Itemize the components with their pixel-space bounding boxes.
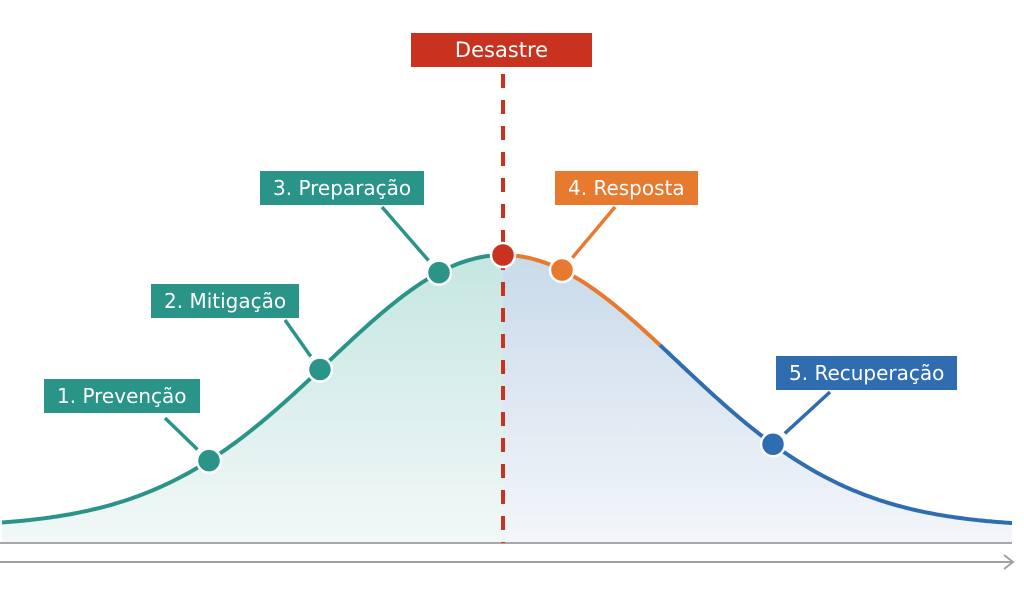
- connector-mitigation: [283, 318, 313, 358]
- pre-disaster-area: [2, 255, 503, 543]
- curve-segment-response: [503, 253, 662, 347]
- phase-label-response: 4. Resposta: [555, 171, 698, 205]
- dot-preparation: [425, 259, 453, 286]
- dot-prevention: [195, 447, 223, 474]
- disaster-label: Desastre: [411, 33, 592, 67]
- curve-segment-pre: [1, 253, 503, 525]
- dot-recovery: [759, 431, 787, 458]
- connector-prevention: [163, 416, 199, 451]
- dot-disaster: [489, 241, 517, 269]
- phase-label-prevention: 1. Prevenção: [44, 379, 200, 413]
- connector-recovery: [783, 390, 832, 435]
- phase-label-preparation: 3. Preparação: [260, 171, 425, 205]
- curve-segment-recovery: [658, 343, 1012, 525]
- connector-preparation: [380, 205, 430, 262]
- time-axis-arrow-icon: [1003, 554, 1015, 570]
- dot-response: [548, 256, 576, 284]
- dot-mitigation: [306, 356, 334, 383]
- connector-response: [570, 205, 617, 259]
- phase-label-recovery: 5. Recuperação: [776, 356, 958, 390]
- post-disaster-area: [503, 255, 1012, 543]
- phase-label-mitigation: 2. Mitigação: [151, 284, 300, 318]
